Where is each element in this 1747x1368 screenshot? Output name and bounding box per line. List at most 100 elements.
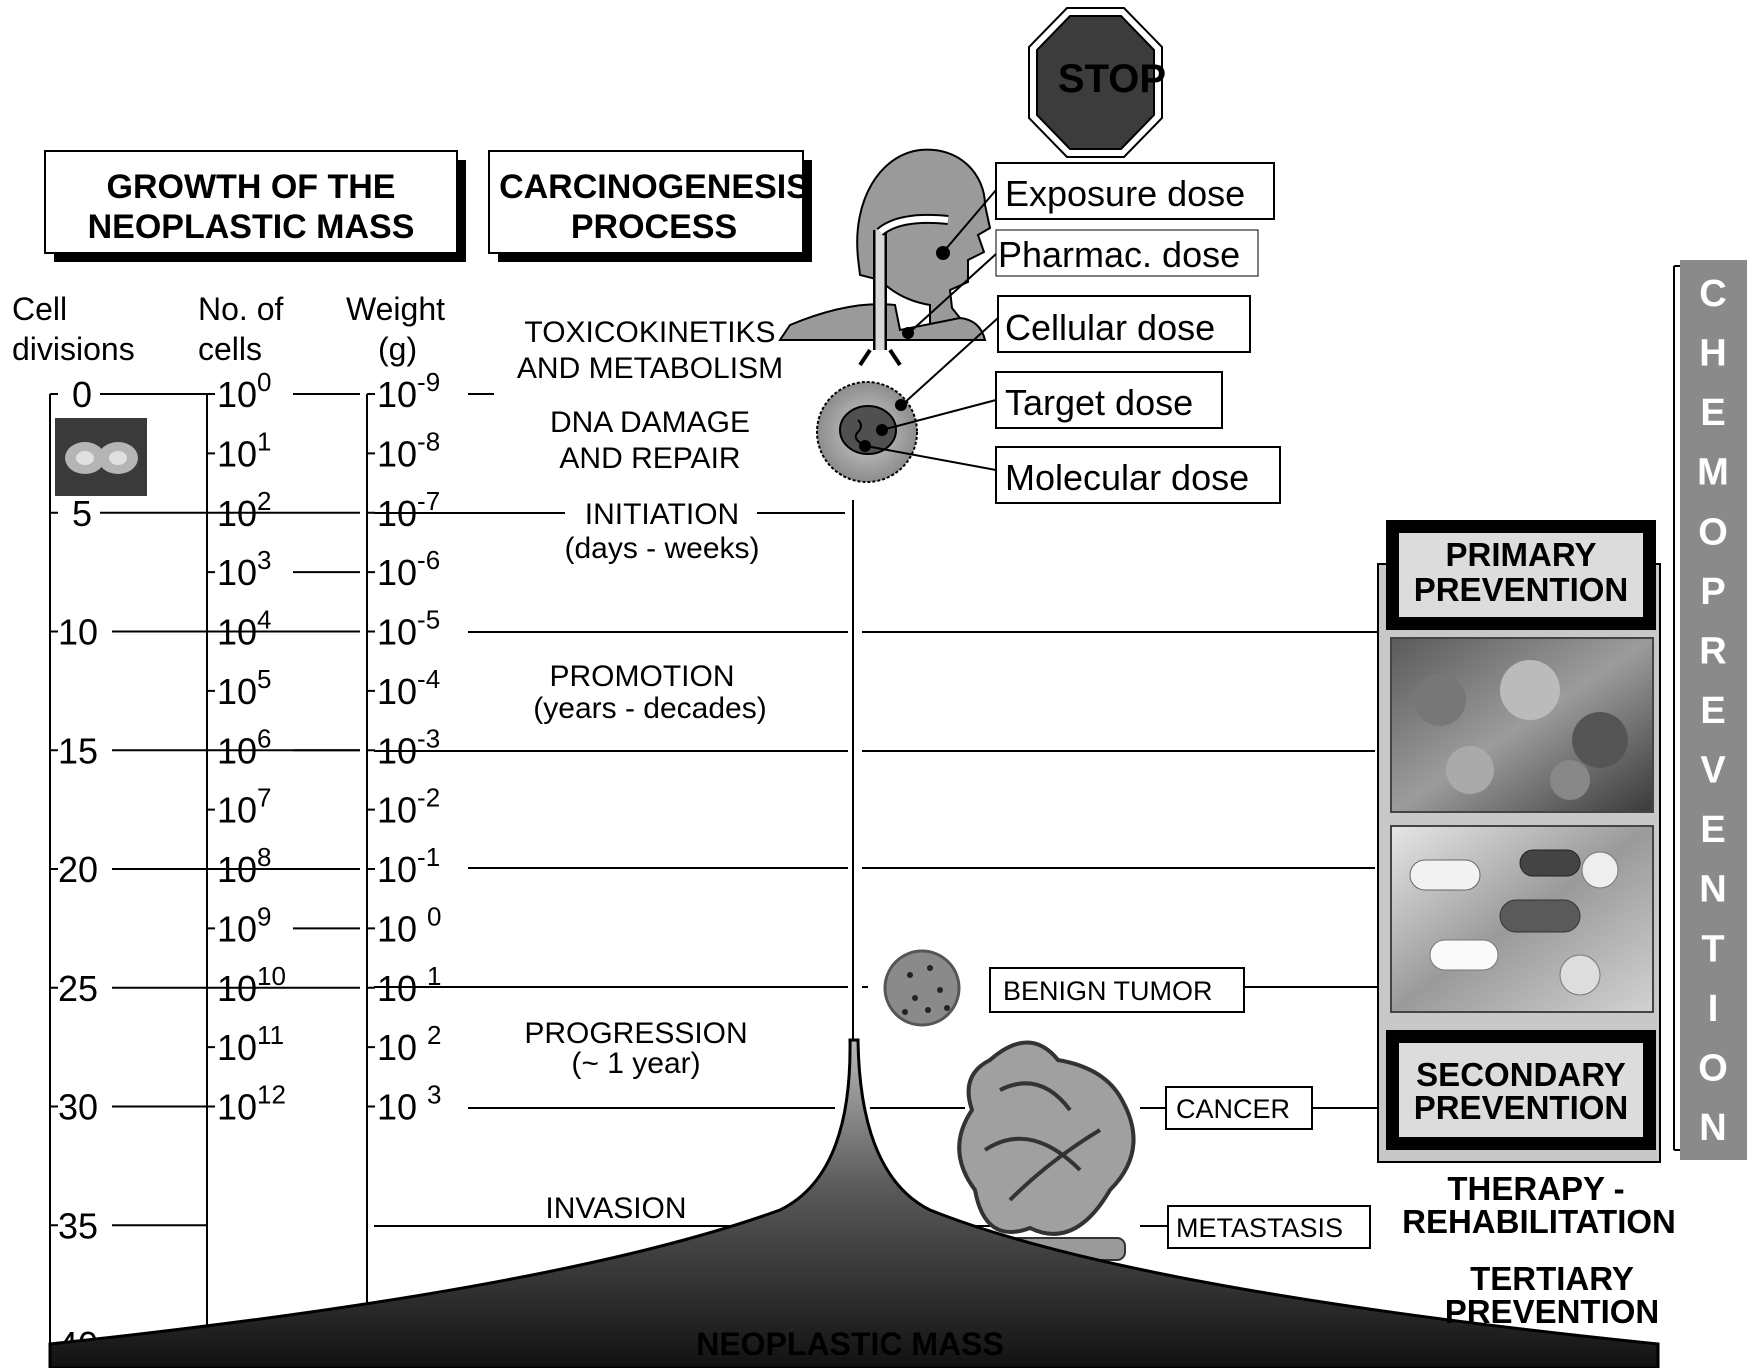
weight-label-base: 10	[377, 968, 427, 1009]
chemoprevention-letter: I	[1708, 988, 1719, 1030]
chemoprevention-letter: O	[1698, 1047, 1728, 1089]
cellular-dose-box: Cellular dose	[997, 295, 1251, 353]
chemoprevention-letter: R	[1699, 630, 1726, 672]
chemoprevention-letter: E	[1700, 690, 1725, 732]
cell-count-label-exponent: 2	[257, 486, 271, 516]
weight-label-exponent: -3	[417, 723, 440, 753]
cell-count-label-exponent: 6	[257, 723, 271, 753]
weight-label: 10-7	[377, 486, 440, 534]
progression-label-line2: (~ 1 year)	[571, 1047, 700, 1080]
cell-divisions-header-line2: divisions	[12, 331, 135, 367]
cell-count-label: 102	[217, 486, 272, 534]
prevention-panel: PRIMARY PREVENTION SECONDARY PREVENTION	[1377, 520, 1661, 1163]
target-dose-box: Target dose	[995, 371, 1223, 429]
cell-count-label-exponent: 4	[257, 605, 271, 635]
weight-header-line1: Weight	[346, 291, 445, 327]
dna-damage-label-line2: AND REPAIR	[559, 442, 740, 475]
primary-prevention-line2: PREVENTION	[1414, 571, 1629, 608]
weight-label-base: 10	[377, 849, 417, 890]
tertiary-label-line2: PREVENTION	[1445, 1293, 1660, 1330]
cell-count-label-exponent: 1	[257, 426, 271, 456]
cell-count-labels: 1001011021031041051061071081091010101110…	[217, 367, 286, 1128]
weight-label: 10-1	[377, 842, 440, 890]
weight-label: 10 0	[377, 901, 442, 949]
weight-label: 10-4	[377, 664, 440, 712]
therapy-label-line1: THERAPY -	[1447, 1170, 1624, 1207]
weight-label-exponent: -5	[417, 605, 440, 635]
cell-count-label: 104	[217, 605, 272, 653]
cell-count-label-base: 10	[217, 671, 257, 712]
cell-count-label-base: 10	[217, 612, 257, 653]
stop-label: STOP	[1058, 57, 1166, 101]
cancer-label: CANCER	[1176, 1094, 1290, 1124]
cell-division-label: 30	[58, 1087, 98, 1128]
weight-label-base: 10	[377, 908, 427, 949]
growth-header-line2: NEOPLASTIC MASS	[88, 208, 415, 246]
carcinogenesis-header-line1: CARCINOGENESIS	[499, 168, 809, 206]
cell-count-label: 100	[217, 367, 272, 415]
exposure-dose-box: Exposure dose	[995, 162, 1275, 220]
cell-count-label: 1010	[217, 961, 286, 1009]
toxicokinetics-label-line1: TOXICOKINETIKS	[524, 316, 775, 349]
cell-count-label-base: 10	[217, 730, 257, 771]
cell-count-label-exponent: 12	[257, 1080, 286, 1110]
molecular-dose-box: Molecular dose	[995, 446, 1281, 504]
chemoprevention-letter: H	[1699, 333, 1726, 375]
carcinogenesis-header-line2: PROCESS	[571, 208, 737, 246]
cells-header-line2: cells	[198, 331, 262, 367]
weight-label: 10-8	[377, 426, 440, 474]
weight-label-exponent: -6	[417, 545, 440, 575]
cell-division-label: 25	[58, 968, 98, 1009]
weight-label-base: 10	[377, 1027, 427, 1068]
cancer-box: CANCER	[1165, 1086, 1313, 1130]
promotion-label-line2: (years - decades)	[533, 692, 766, 725]
cell-count-label-exponent: 3	[257, 545, 271, 575]
weight-label-exponent: -4	[417, 664, 440, 694]
cell-count-label-base: 10	[217, 493, 257, 534]
weight-label-exponent: -8	[417, 426, 440, 456]
weight-label: 10-9	[377, 367, 440, 415]
cell-count-label-exponent: 10	[257, 961, 286, 991]
chemoprevention-letter: T	[1701, 928, 1724, 970]
weight-label-exponent: 2	[427, 1020, 441, 1050]
cell-count-label: 107	[217, 783, 272, 831]
chemoprevention-letter: P	[1700, 571, 1725, 613]
secondary-prevention-line1: SECONDARY	[1416, 1056, 1626, 1093]
cell-illustration	[816, 381, 918, 483]
cell-count-label: 105	[217, 664, 272, 712]
cancer-illustration	[957, 1040, 1136, 1261]
benign-tumor-illustration	[883, 949, 961, 1027]
weight-label-base: 10	[377, 671, 417, 712]
cell-count-label-base: 10	[217, 968, 257, 1009]
cell-count-label-base: 10	[217, 1027, 257, 1068]
cell-count-label-base: 10	[217, 374, 257, 415]
cell-count-label-exponent: 9	[257, 901, 271, 931]
weight-label-base: 10	[377, 790, 417, 831]
weight-label-base: 10	[377, 612, 417, 653]
cell-count-label: 108	[217, 842, 272, 890]
weight-label-base: 10	[377, 1087, 427, 1128]
neoplastic-mass: NEOPLASTIC MASS	[48, 1038, 1660, 1368]
cell-division-label: 20	[58, 849, 98, 890]
therapy-label-line2: REHABILITATION	[1402, 1203, 1676, 1240]
scale-ticks	[50, 393, 375, 1345]
chemoprevention-letter: E	[1700, 392, 1725, 434]
weight-label-exponent: -9	[417, 367, 440, 397]
promotion-label-line1: PROMOTION	[550, 660, 735, 693]
toxicokinetics-label-line2: AND METABOLISM	[517, 352, 783, 385]
progression-label-line1: PROGRESSION	[524, 1017, 747, 1050]
chemoprevention-letter: O	[1698, 511, 1728, 553]
cell-count-label: 101	[217, 426, 272, 474]
cell-count-label-exponent: 5	[257, 664, 271, 694]
chemoprevention-letter: N	[1699, 1107, 1726, 1149]
carcinogenesis-header-box: CARCINOGENESIS PROCESS	[488, 150, 812, 262]
target-dose-label: Target dose	[1005, 382, 1193, 423]
tertiary-label-line1: TERTIARY	[1470, 1260, 1634, 1297]
weight-label: 10-6	[377, 545, 440, 593]
cell-count-label-base: 10	[217, 1087, 257, 1128]
exposure-dose-label: Exposure dose	[1005, 173, 1245, 214]
growth-header-box: GROWTH OF THE NEOPLASTIC MASS	[44, 150, 466, 262]
chemoprevention-letter: N	[1699, 869, 1726, 911]
weight-label-exponent: 0	[427, 901, 441, 931]
